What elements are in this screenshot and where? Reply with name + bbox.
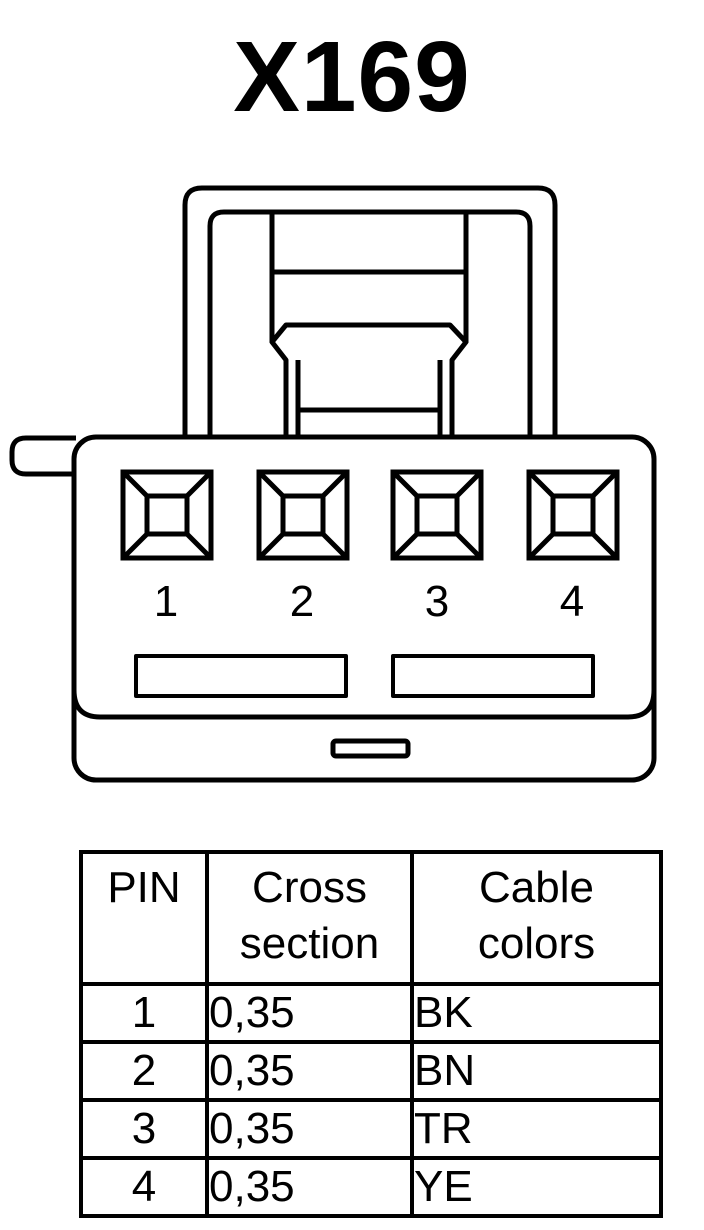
row-color: TR [410, 1098, 663, 1160]
connector-title: X169 [233, 21, 471, 133]
row-pin: 3 [79, 1098, 209, 1160]
pin-cavity-4 [526, 469, 620, 561]
row-pin: 1 [79, 982, 209, 1044]
row-cross-section: 0,35 [205, 1156, 414, 1218]
pin-table: PIN Cross section Cable colors 1 0,35 BK… [79, 850, 663, 1218]
row-color: BK [410, 982, 663, 1044]
row-color: BN [410, 1040, 663, 1102]
connector-body [71, 434, 657, 783]
pin-label-2: 2 [290, 577, 314, 626]
latch-outer-frame [182, 185, 558, 437]
table-header-row: PIN Cross section Cable colors [79, 850, 663, 986]
pin-cavity-3 [390, 469, 484, 561]
row-cross-section: 0,35 [205, 1098, 414, 1160]
row-pin: 4 [79, 1156, 209, 1218]
pin-cavity-1 [120, 469, 214, 561]
header-pin: PIN [79, 850, 209, 986]
latch-inner-frame [207, 209, 533, 437]
row-color: YE [410, 1156, 663, 1218]
pin-label-3: 3 [425, 577, 449, 626]
bottom-slot [330, 738, 411, 759]
lower-slot-right [391, 654, 595, 698]
connector-diagram: 1 2 3 4 [9, 185, 657, 783]
table-row: 2 0,35 BN [79, 1040, 663, 1102]
row-pin: 2 [79, 1040, 209, 1102]
header-cable-colors: Cable colors [410, 850, 663, 986]
row-cross-section: 0,35 [205, 982, 414, 1044]
pin-label-1: 1 [154, 577, 178, 626]
pin-label-4: 4 [560, 577, 584, 626]
row-cross-section: 0,35 [205, 1040, 414, 1102]
pin-cavity-2 [256, 469, 350, 561]
side-key [9, 435, 76, 477]
latch-tab [269, 322, 469, 437]
lower-slot-left [134, 654, 348, 698]
table-row: 1 0,35 BK [79, 982, 663, 1044]
table-row: 3 0,35 TR [79, 1098, 663, 1160]
header-cross-section: Cross section [205, 850, 414, 986]
table-row: 4 0,35 YE [79, 1156, 663, 1218]
